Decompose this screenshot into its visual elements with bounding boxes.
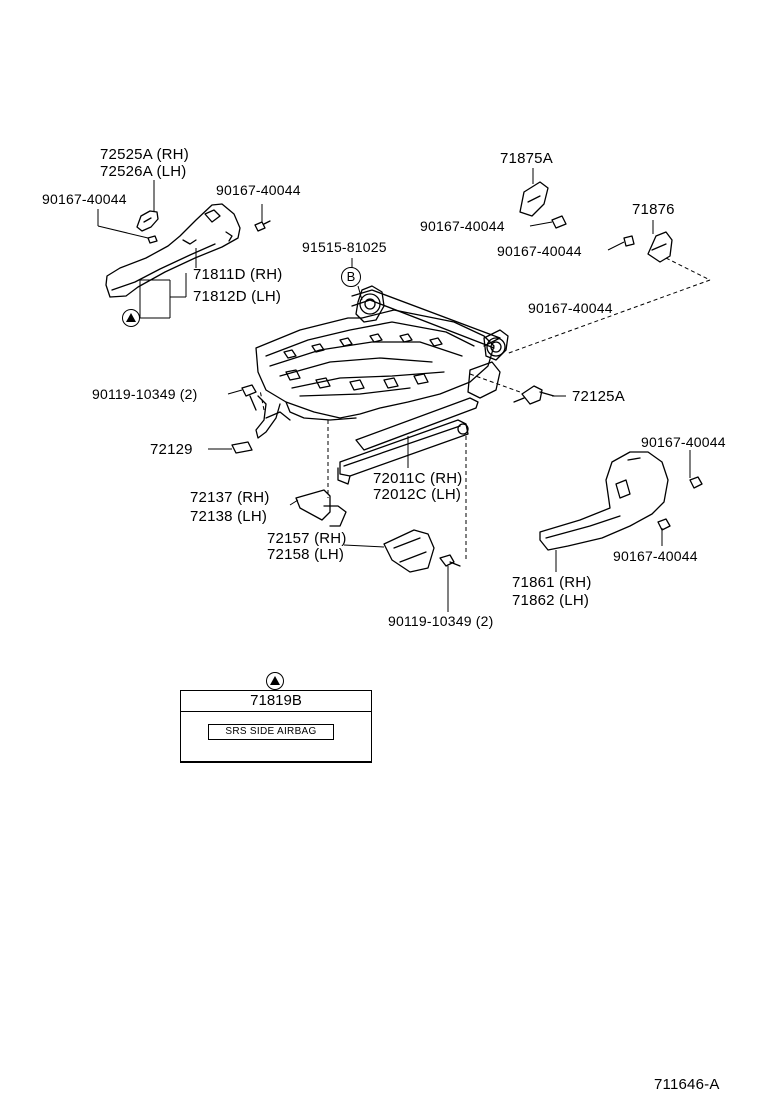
bolt-label-90167-b: 90167-40044 [216, 182, 301, 198]
small-parts-drawing [231, 384, 555, 573]
bracket-71876-drawing [623, 231, 673, 263]
bolt-drawing [147, 220, 271, 244]
bracket-71875a-drawing [519, 181, 567, 229]
part-label-91515: 91515-81025 [302, 239, 387, 255]
part-label-71811d: 71811D (RH) [193, 266, 283, 283]
bolt-label-90167-e: 90167-40044 [528, 300, 613, 316]
bolt-label-90167-f: 90167-40044 [641, 434, 726, 450]
side-cover-rear-drawing [539, 451, 703, 551]
part-label-71861: 71861 (RH) [512, 574, 592, 591]
bolt-label-90167-a: 90167-40044 [42, 191, 127, 207]
label-box-part-number: 71819B [181, 691, 371, 712]
bolt-label-90119-a: 90119-10349 (2) [92, 386, 198, 402]
part-label-71812d: 71812D (LH) [193, 288, 282, 305]
part-label-72125a: 72125A [572, 388, 625, 405]
srs-label-box: 71819B SRS SIDE AIRBAG [180, 690, 372, 763]
part-label-72157: 72157 (RH) [267, 530, 347, 547]
part-label-72129: 72129 [150, 441, 193, 458]
knob-cover-drawing [136, 210, 159, 232]
seat-rail-drawing [255, 395, 479, 485]
bolt-label-90119-b: 90119-10349 (2) [388, 613, 494, 629]
reference-b-icon: B [341, 267, 361, 287]
part-label-71875a: 71875A [500, 150, 553, 167]
part-label-72525a: 72525A (RH) [100, 146, 189, 163]
part-label-72012c: 72012C (LH) [373, 486, 462, 503]
part-label-72526a: 72526A (LH) [100, 163, 187, 180]
part-label-72138: 72138 (LH) [190, 508, 268, 525]
part-label-72158: 72158 (LH) [267, 546, 345, 563]
dashed-reference-lines [259, 257, 711, 560]
side-cover-front-drawing [105, 203, 241, 298]
bolt-label-90167-d: 90167-40044 [497, 243, 582, 259]
bolt-label-90167-c: 90167-40044 [420, 218, 505, 234]
diagram-code: 711646-A [654, 1076, 720, 1093]
srs-side-airbag-label: SRS SIDE AIRBAG [208, 724, 334, 740]
leader-lines [97, 168, 691, 612]
bolt-label-90167-g: 90167-40044 [613, 548, 698, 564]
airbag-warning-marker-icon [122, 309, 140, 327]
part-label-72137: 72137 (RH) [190, 489, 270, 506]
part-label-72011c: 72011C (RH) [373, 470, 463, 487]
part-label-71876: 71876 [632, 201, 675, 218]
seat-frame-drawing [255, 285, 509, 421]
part-label-71862: 71862 (LH) [512, 592, 590, 609]
airbag-warning-marker-icon [266, 672, 284, 690]
